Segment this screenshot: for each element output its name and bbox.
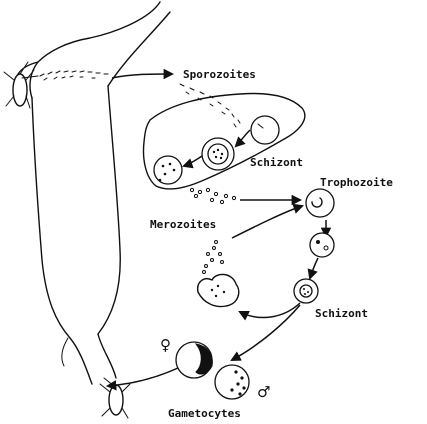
label-sporozoites: Sporozoites — [183, 68, 256, 81]
female-symbol: ♀ — [160, 336, 171, 354]
arrow-gametocytes-to-mosquito — [105, 367, 179, 391]
arrow-liver-2 — [182, 155, 203, 169]
human-body-outline — [17, 1, 171, 385]
rbc-developing — [309, 232, 335, 258]
arrow-sporozoites-to-liver — [111, 68, 175, 80]
merozoite-cluster-blood — [202, 240, 224, 274]
mosquito-icon-top — [3, 61, 39, 109]
male-symbol: ♂ — [257, 383, 270, 401]
liver-schizont-cell — [201, 137, 235, 171]
label-gametocytes: Gametocytes — [168, 407, 241, 420]
arrow-schizont-to-rupture — [238, 302, 301, 321]
rbc-ruptured — [197, 273, 240, 308]
rbc-trophozoite — [305, 188, 335, 218]
label-schizont-liver: Schizont — [250, 156, 303, 169]
label-trophozoite: Trophozoite — [320, 176, 393, 189]
male-gametocyte — [214, 364, 250, 400]
female-gametocyte — [175, 341, 213, 379]
liver-cell-infected — [250, 115, 280, 145]
arrow-ring-to-schizont — [307, 257, 319, 280]
arrow-merozoites-reinvade — [231, 203, 304, 239]
arrow-to-gametocytes — [230, 304, 301, 361]
merozoite-cluster-liver — [189, 187, 237, 205]
mosquito-icon-bottom — [99, 377, 131, 419]
rbc-schizont — [293, 278, 319, 304]
label-schizont-blood: Schizont — [315, 307, 368, 320]
label-merozoites: Merozoites — [150, 218, 216, 231]
liver-ruptured-cell — [153, 155, 183, 185]
liver-outline — [142, 92, 306, 190]
arrow-liver-1 — [234, 129, 251, 148]
